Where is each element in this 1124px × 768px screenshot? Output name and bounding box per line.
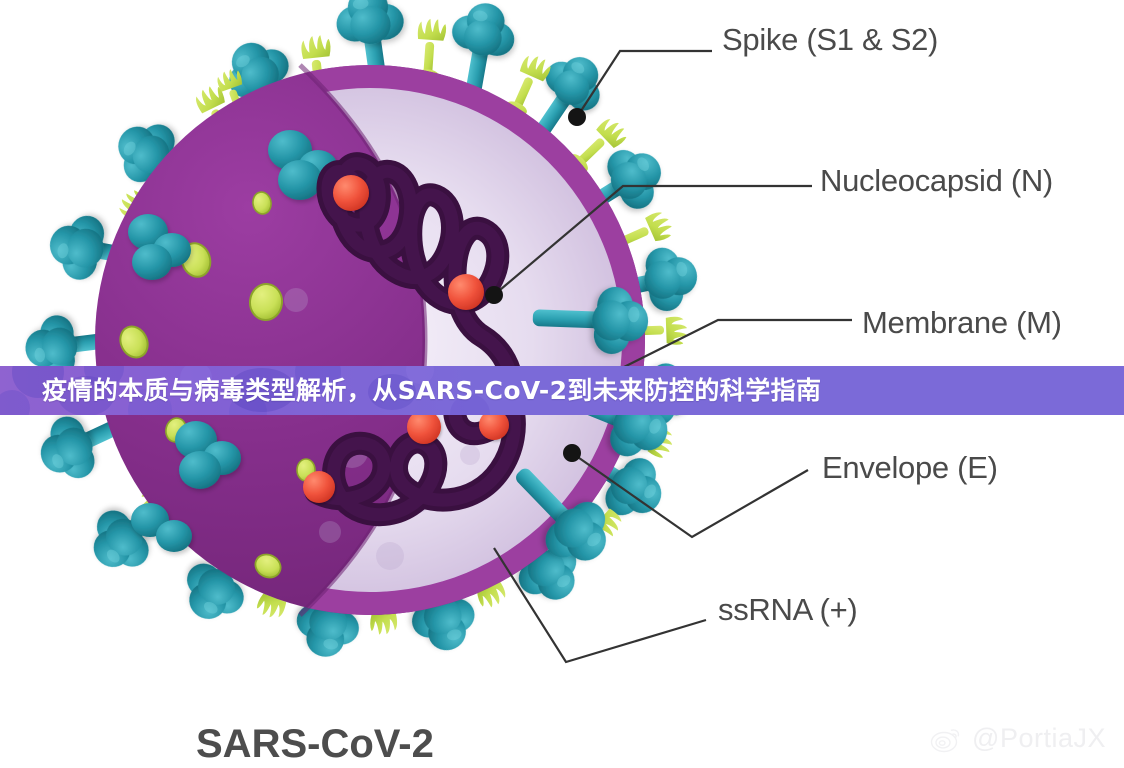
virion-body — [95, 63, 645, 617]
nucleocapsid-beads — [303, 175, 509, 503]
label-membrane: Membrane (M) — [862, 305, 1062, 340]
leader-line-nucleocapsid — [493, 184, 812, 296]
leader-anchor-nucleocapsid — [485, 286, 503, 304]
ssrna-strand — [304, 152, 526, 527]
leader-anchor-envelope — [563, 444, 581, 462]
leader-anchor-spike — [568, 108, 586, 126]
leader-line-spike — [576, 49, 712, 118]
banner-background — [0, 366, 1124, 415]
leader-line-envelope — [571, 452, 809, 539]
membrane-embedded-proteins — [119, 191, 316, 579]
label-spike: Spike (S1 & S2) — [722, 22, 939, 57]
article-title-banner: 疫情的本质与病毒类型解析，从SARS-CoV-2到未来防控的科学指南 — [0, 366, 1124, 415]
watermark-handle: @PortiaJX — [972, 723, 1106, 753]
watermark: @PortiaJX — [930, 723, 1106, 754]
label-ssrna: ssRNA (+) — [718, 592, 858, 627]
banner-title-text: 疫情的本质与病毒类型解析，从SARS-CoV-2到未来防控的科学指南 — [42, 376, 822, 405]
label-nucleocapsid: Nucleocapsid (N) — [820, 163, 1053, 198]
leader-line-ssrna — [493, 547, 707, 664]
label-envelope: Envelope (E) — [822, 450, 998, 485]
diagram-title: SARS-CoV-2 — [196, 722, 434, 766]
weibo-icon — [930, 728, 960, 752]
